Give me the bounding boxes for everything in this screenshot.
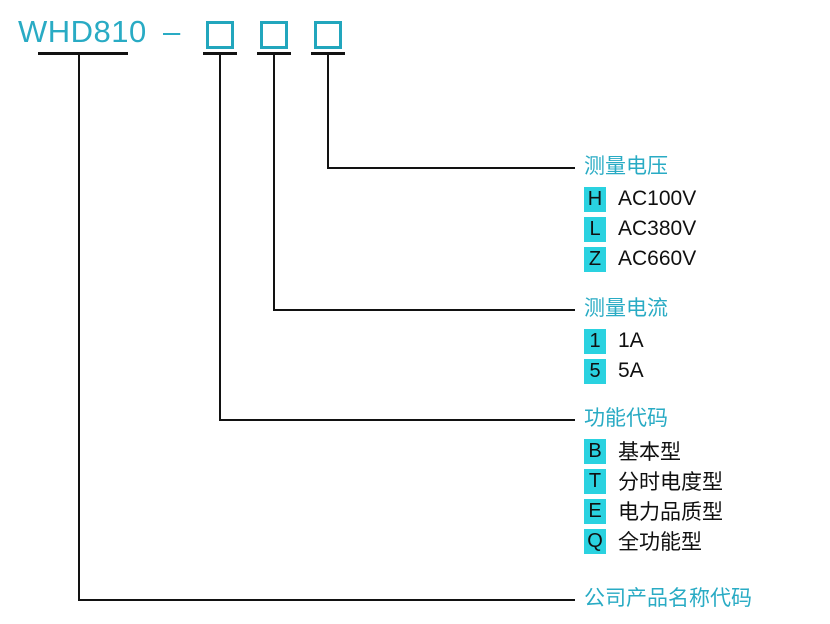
group-product-name: 公司产品名称代码: [584, 588, 752, 610]
leader-stem-function: [219, 52, 221, 420]
leader-elbow-current: [273, 309, 575, 311]
model-separator-dash: –: [163, 14, 181, 49]
leader-elbow-voltage: [327, 167, 575, 169]
option-label: AC100V: [618, 187, 697, 210]
group-product-name-heading: 公司产品名称代码: [584, 587, 752, 610]
group-function: 功能代码 B 基本型 T 分时电度型 E 电力品质型 Q 全功能型: [584, 408, 723, 556]
option-label: AC660V: [618, 247, 697, 270]
group-voltage-options: H AC100V L AC380V Z AC660V: [584, 184, 696, 274]
option-row: Q 全功能型: [584, 526, 723, 556]
option-row: H AC100V: [584, 184, 696, 214]
model-slot-box-2: [260, 21, 288, 49]
leader-stem-current: [273, 52, 275, 310]
option-row: E 电力品质型: [584, 496, 723, 526]
option-code-badge: B: [584, 438, 606, 464]
option-label: 全功能型: [618, 531, 702, 554]
option-code-badge: T: [584, 468, 606, 494]
group-voltage: 测量电压 H AC100V L AC380V Z AC660V: [584, 156, 696, 274]
group-current: 测量电流 1 1A 5 5A: [584, 298, 668, 386]
group-current-heading: 测量电流: [584, 297, 668, 320]
option-row: T 分时电度型: [584, 466, 723, 496]
option-row: B 基本型: [584, 436, 723, 466]
leader-stem-product-name: [78, 52, 80, 600]
option-label: 电力品质型: [618, 501, 723, 524]
option-code-badge: Z: [584, 246, 606, 272]
option-row: L AC380V: [584, 214, 696, 244]
option-label: 1A: [618, 329, 644, 352]
leader-elbow-function: [219, 419, 575, 421]
model-name-text: WHD810: [18, 14, 147, 49]
option-code-badge: E: [584, 498, 606, 524]
option-code-badge: 1: [584, 328, 606, 354]
group-function-options: B 基本型 T 分时电度型 E 电力品质型 Q 全功能型: [584, 436, 723, 556]
leader-stem-voltage: [327, 52, 329, 168]
option-code-badge: 5: [584, 358, 606, 384]
option-row: Z AC660V: [584, 244, 696, 274]
model-slot-box-1: [206, 21, 234, 49]
group-voltage-heading: 测量电压: [584, 155, 668, 178]
option-row: 5 5A: [584, 356, 668, 386]
leader-cap-product-name: [38, 52, 128, 55]
option-code-badge: Q: [584, 528, 606, 554]
option-label: 基本型: [618, 441, 681, 464]
option-label: 分时电度型: [618, 471, 723, 494]
option-code-badge: H: [584, 186, 606, 212]
group-current-options: 1 1A 5 5A: [584, 326, 668, 386]
option-label: 5A: [618, 359, 644, 382]
group-function-heading: 功能代码: [584, 407, 668, 430]
model-slot-box-3: [314, 21, 342, 49]
option-row: 1 1A: [584, 326, 668, 356]
option-code-badge: L: [584, 216, 606, 242]
leader-elbow-product-name: [78, 599, 575, 601]
option-label: AC380V: [618, 217, 697, 240]
